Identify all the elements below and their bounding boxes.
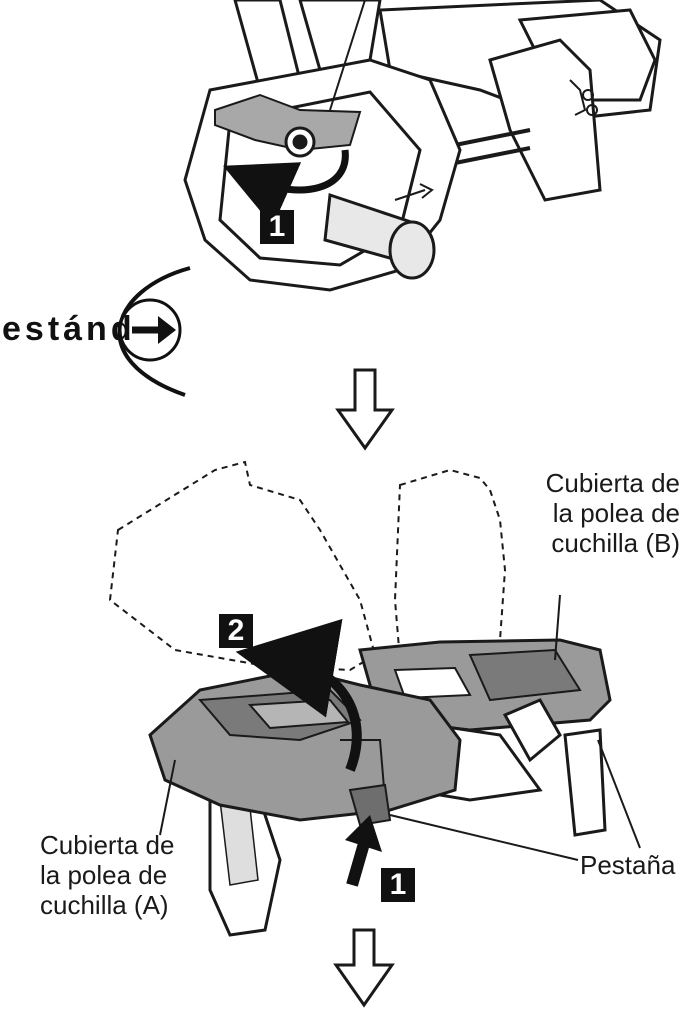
blade-pulley-cover-a xyxy=(148,668,462,937)
cover-b-line-1: Cubierta de xyxy=(545,468,680,498)
cover-a-line-2: la polea de xyxy=(40,860,168,890)
standard-label-partial: estánd xyxy=(2,310,136,348)
cover-b-line-2: la polea de xyxy=(552,498,680,528)
tab-label: Pestaña xyxy=(580,850,676,880)
leader-line-top xyxy=(329,0,366,111)
cover-a-line-3: cuchilla (A) xyxy=(40,890,169,920)
rotate-arrow xyxy=(223,149,349,227)
down-arrow-1 xyxy=(335,368,395,451)
step-badge-top: 1 xyxy=(260,210,294,244)
step-badge-lift: 2 xyxy=(219,614,253,648)
push-up-arrow xyxy=(345,815,382,887)
standard-direction-callout xyxy=(117,266,191,397)
dashed-open-cover-outline xyxy=(108,460,507,672)
top-saw-illustration xyxy=(183,0,662,292)
cover-b-label: Cubierta de la polea de cuchilla (B) xyxy=(520,468,680,558)
cover-a-label: Cubierta de la polea de cuchilla (A) xyxy=(40,830,174,920)
cover-b-line-3: cuchilla (B) xyxy=(551,528,680,558)
cover-a-line-1: Cubierta de xyxy=(40,830,175,860)
step-badge-push: 1 xyxy=(381,868,415,902)
down-arrow-2 xyxy=(333,928,395,1008)
lift-arrow xyxy=(235,618,362,772)
leader-lines-bottom xyxy=(159,594,641,861)
